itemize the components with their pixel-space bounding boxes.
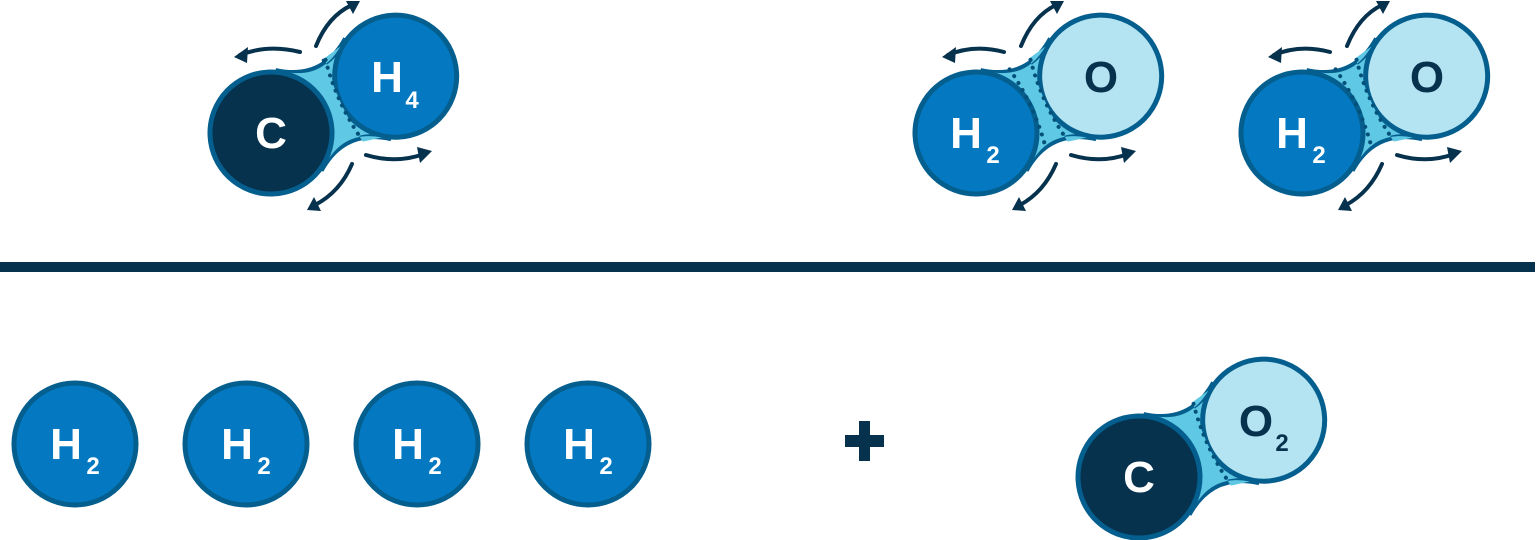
vibration-arrows bbox=[1268, 1, 1462, 211]
water-molecule-2: H 2 O bbox=[1238, 1, 1491, 211]
methane-molecule: C H 4 bbox=[207, 1, 460, 211]
dotted-bond-icon bbox=[1191, 401, 1233, 486]
hydrogen-atom bbox=[1238, 69, 1366, 197]
curved-arrow-icon bbox=[314, 3, 354, 48]
atom-label-h: H bbox=[392, 420, 424, 469]
curved-arrow-icon bbox=[1395, 152, 1456, 162]
atom-label-o: O bbox=[1410, 53, 1444, 102]
hydrogen-molecule-4: H 2 bbox=[524, 380, 652, 508]
carbon-dioxide-molecule: C O 2 bbox=[1075, 356, 1328, 540]
dotted-bond-icon bbox=[1007, 67, 1049, 152]
hydrogen-molecule-3: H 2 bbox=[353, 380, 481, 508]
atom-label-h: H bbox=[371, 53, 403, 102]
subscript-2: 2 bbox=[257, 453, 270, 480]
dotted-bond-icon bbox=[1354, 57, 1396, 142]
curved-arrow-icon bbox=[1018, 162, 1058, 207]
subscript-4: 4 bbox=[405, 87, 419, 114]
carbon-atom bbox=[1075, 413, 1203, 540]
atom-label-c: C bbox=[255, 109, 287, 158]
curved-arrow-icon bbox=[1069, 152, 1130, 162]
curved-arrow-icon bbox=[238, 46, 302, 57]
curved-arrow-icon bbox=[364, 152, 426, 162]
atom-label-h: H bbox=[950, 109, 982, 158]
atom-label-h: H bbox=[563, 420, 595, 469]
atom-label-c: C bbox=[1123, 453, 1155, 502]
atom-label-h: H bbox=[50, 420, 82, 469]
atom-label-h: H bbox=[1276, 109, 1308, 158]
hydrogen-molecule-1: H 2 bbox=[11, 380, 139, 508]
subscript-2: 2 bbox=[428, 453, 441, 480]
subscript-2: 2 bbox=[986, 142, 999, 169]
subscript-2: 2 bbox=[599, 453, 612, 480]
water-molecule-1: H 2 O bbox=[912, 1, 1165, 211]
hydrogen-molecule-2: H 2 bbox=[182, 380, 310, 508]
dotted-bond-icon bbox=[1333, 67, 1375, 152]
curved-arrow-icon bbox=[1019, 3, 1058, 48]
hydrogen-atom bbox=[912, 69, 1040, 197]
carbon-atom bbox=[207, 69, 335, 197]
curved-arrow-icon bbox=[946, 46, 1006, 57]
vibration-arrows bbox=[942, 1, 1136, 211]
reaction-divider bbox=[0, 262, 1535, 272]
subscript-2: 2 bbox=[1275, 430, 1288, 457]
subscript-2: 2 bbox=[1312, 142, 1325, 169]
vibration-arrows bbox=[234, 1, 432, 211]
subscript-2: 2 bbox=[86, 453, 99, 480]
hydrogen-molecules: H 2 H 2 H 2 H 2 bbox=[11, 380, 652, 508]
dotted-bond-icon bbox=[1028, 57, 1070, 142]
curved-arrow-icon bbox=[313, 162, 354, 207]
plus-icon bbox=[845, 421, 884, 461]
atom-label-h: H bbox=[221, 420, 253, 469]
atom-label-o: O bbox=[1084, 53, 1118, 102]
curved-arrow-icon bbox=[1344, 162, 1384, 207]
curved-arrow-icon bbox=[1272, 46, 1332, 57]
curved-arrow-icon bbox=[1345, 3, 1384, 48]
atom-label-o: O bbox=[1239, 397, 1273, 446]
